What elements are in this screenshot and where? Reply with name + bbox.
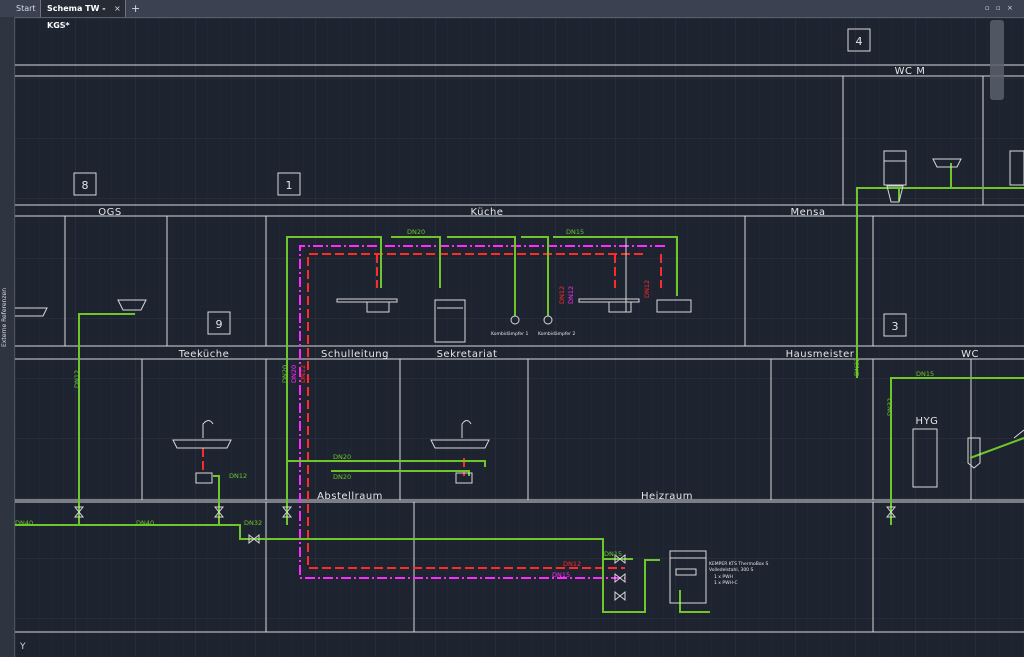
room-number-1: 1	[286, 179, 293, 192]
pipe-label: DN15	[916, 370, 934, 378]
kemper-label-3: 1 x PWH	[714, 574, 733, 580]
pipe-label: DN12	[299, 365, 307, 383]
kemper-label-1: KEMPER KTS ThermoBox S	[709, 561, 769, 567]
document-tab-bar: Start Schema TW - KGS* × +	[0, 0, 1024, 18]
pipe-label: DN20	[281, 365, 289, 383]
external-references-panel[interactable]: Externe Referenzen	[0, 17, 15, 657]
room-sekretariat: Sekretariat	[437, 349, 498, 360]
room-ogs: OGS	[98, 207, 121, 218]
ucs-y-axis-label: Y	[20, 642, 26, 652]
room-number-8: 8	[82, 179, 89, 192]
room-wc: WC	[961, 349, 979, 360]
close-tab-icon[interactable]: ×	[114, 0, 121, 17]
pipe-label: DN12	[563, 560, 581, 568]
kombidaempfer-2-label: Kombidämpfer 2	[538, 331, 575, 337]
kemper-label-4: 1 x PWH-C	[714, 580, 738, 586]
pipe-label: DN40	[136, 519, 154, 527]
pipe-label: DN15	[604, 550, 622, 558]
room-abstellraum: Abstellraum	[317, 491, 383, 502]
pipe-label: DN12	[229, 472, 247, 480]
pipe-label: DN32	[853, 358, 861, 376]
room-hausmeister: Hausmeister	[786, 349, 855, 360]
tab-start[interactable]: Start	[10, 0, 38, 17]
room-number-9: 9	[216, 318, 223, 331]
room-teekueche: Teeküche	[178, 349, 230, 360]
pipe-label: DN12	[558, 286, 566, 304]
pipe-label: DN12	[643, 280, 651, 298]
pipe-label: DN12	[73, 370, 81, 388]
drawing-viewport[interactable]: 8 1 9 4 3 OGS Küche Mensa WC M Teeküche …	[15, 18, 1024, 657]
cad-schematic: 8 1 9 4 3 OGS Küche Mensa WC M Teeküche …	[15, 18, 1024, 657]
room-hyg: HYG	[916, 416, 939, 427]
pipe-label: DN20	[290, 365, 298, 383]
pipe-label: DN15	[552, 571, 570, 579]
navigation-bar[interactable]	[990, 20, 1004, 100]
pipe-label: DN20	[333, 473, 351, 481]
pipe-label: DN32	[244, 519, 262, 527]
pipe-label: DN20	[333, 453, 351, 461]
external-references-label: Externe Referenzen	[1, 288, 8, 347]
new-tab-plus-icon[interactable]: +	[131, 0, 140, 17]
room-heizraum: Heizraum	[641, 491, 693, 502]
pipe-label: DN15	[566, 228, 584, 236]
room-kueche: Küche	[471, 207, 504, 218]
viewport-window-controls[interactable]: ▫ ▫ ×	[985, 4, 1015, 12]
pipe-label: DN20	[407, 228, 425, 236]
room-schulleitung: Schulleitung	[321, 349, 389, 360]
pipe-label: DN12	[567, 286, 575, 304]
kemper-label-2: Volledelstahl, 300 S	[709, 567, 753, 573]
pipe-label: DN40	[15, 519, 33, 527]
room-number-3: 3	[892, 320, 899, 333]
room-number-4: 4	[856, 35, 863, 48]
kombidaempfer-1-label: Kombidämpfer 1	[491, 331, 528, 337]
room-mensa: Mensa	[791, 207, 826, 218]
pipe-label: DN32	[886, 398, 894, 416]
room-wc-m: WC M	[895, 66, 926, 77]
